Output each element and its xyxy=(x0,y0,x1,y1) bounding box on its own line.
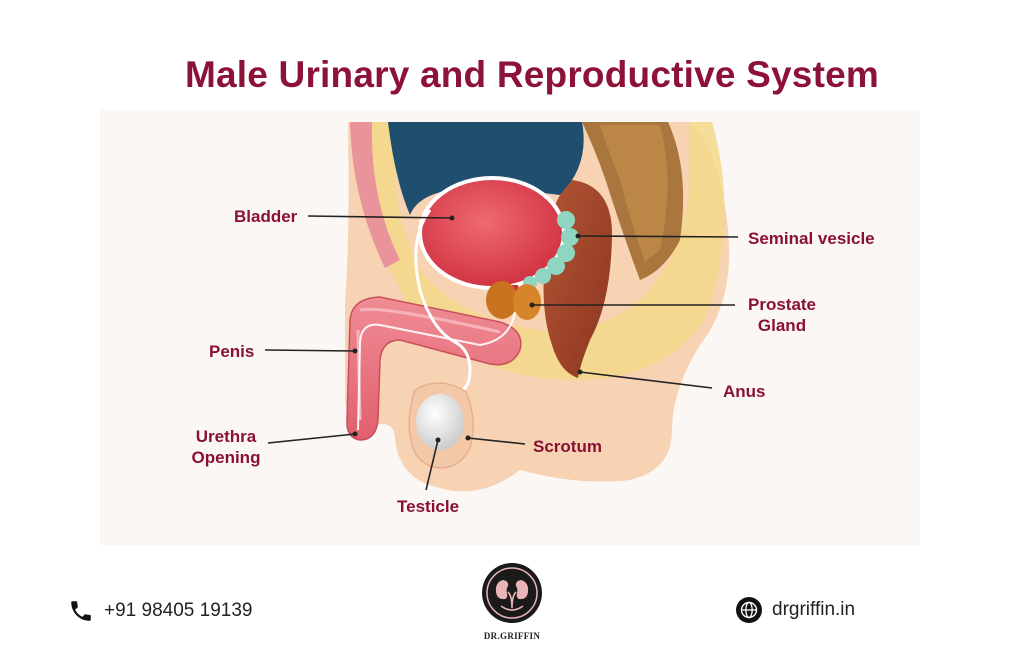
label-penis: Penis xyxy=(209,342,255,361)
testicle-leader xyxy=(425,439,439,491)
bladder-leader xyxy=(307,215,453,219)
label-bladder: Bladder xyxy=(234,207,298,226)
logo-text: DR.GRIFFIN xyxy=(483,631,541,641)
label-prostate-gland: Prostate Gland xyxy=(744,294,820,336)
globe-icon xyxy=(736,597,762,623)
seminal-vesicle-leader xyxy=(577,235,739,238)
label-seminal-vesicle: Seminal vesicle xyxy=(748,229,875,248)
page-title: Male Urinary and Reproductive System xyxy=(185,54,879,95)
phone-number[interactable]: +91 98405 19139 xyxy=(104,600,253,621)
label-testicle: Testicle xyxy=(397,497,460,516)
leader-lines xyxy=(264,215,739,491)
footer-phone[interactable]: +91 98405 19139 xyxy=(68,598,252,624)
penis-shape xyxy=(346,296,522,441)
label-urethra-line2: Opening xyxy=(191,448,261,467)
phone-icon xyxy=(71,601,91,621)
urethra-leader xyxy=(267,433,356,444)
label-scrotum: Scrotum xyxy=(533,437,602,456)
label-urethra-opening: Urethra Opening xyxy=(188,426,264,468)
label-anus: Anus xyxy=(723,382,766,401)
label-urethra-line1: Urethra xyxy=(195,427,257,446)
website-link[interactable]: drgriffin.in xyxy=(772,599,856,620)
brand-logo: DR.GRIFFIN xyxy=(478,562,546,641)
footer-website[interactable]: drgriffin.in xyxy=(735,596,855,624)
seminal-vesicle-shape xyxy=(523,211,579,290)
scrotum-leader xyxy=(467,437,526,445)
kidney-logo-icon xyxy=(482,563,542,623)
testicle-shape xyxy=(416,394,464,450)
penis-leader xyxy=(264,349,356,352)
label-prostate-line2: Gland xyxy=(757,316,807,335)
prostate-shape xyxy=(486,281,541,320)
label-prostate-line1: Prostate xyxy=(747,295,817,314)
anus-leader xyxy=(579,371,713,389)
abdominal-wall xyxy=(350,122,400,268)
